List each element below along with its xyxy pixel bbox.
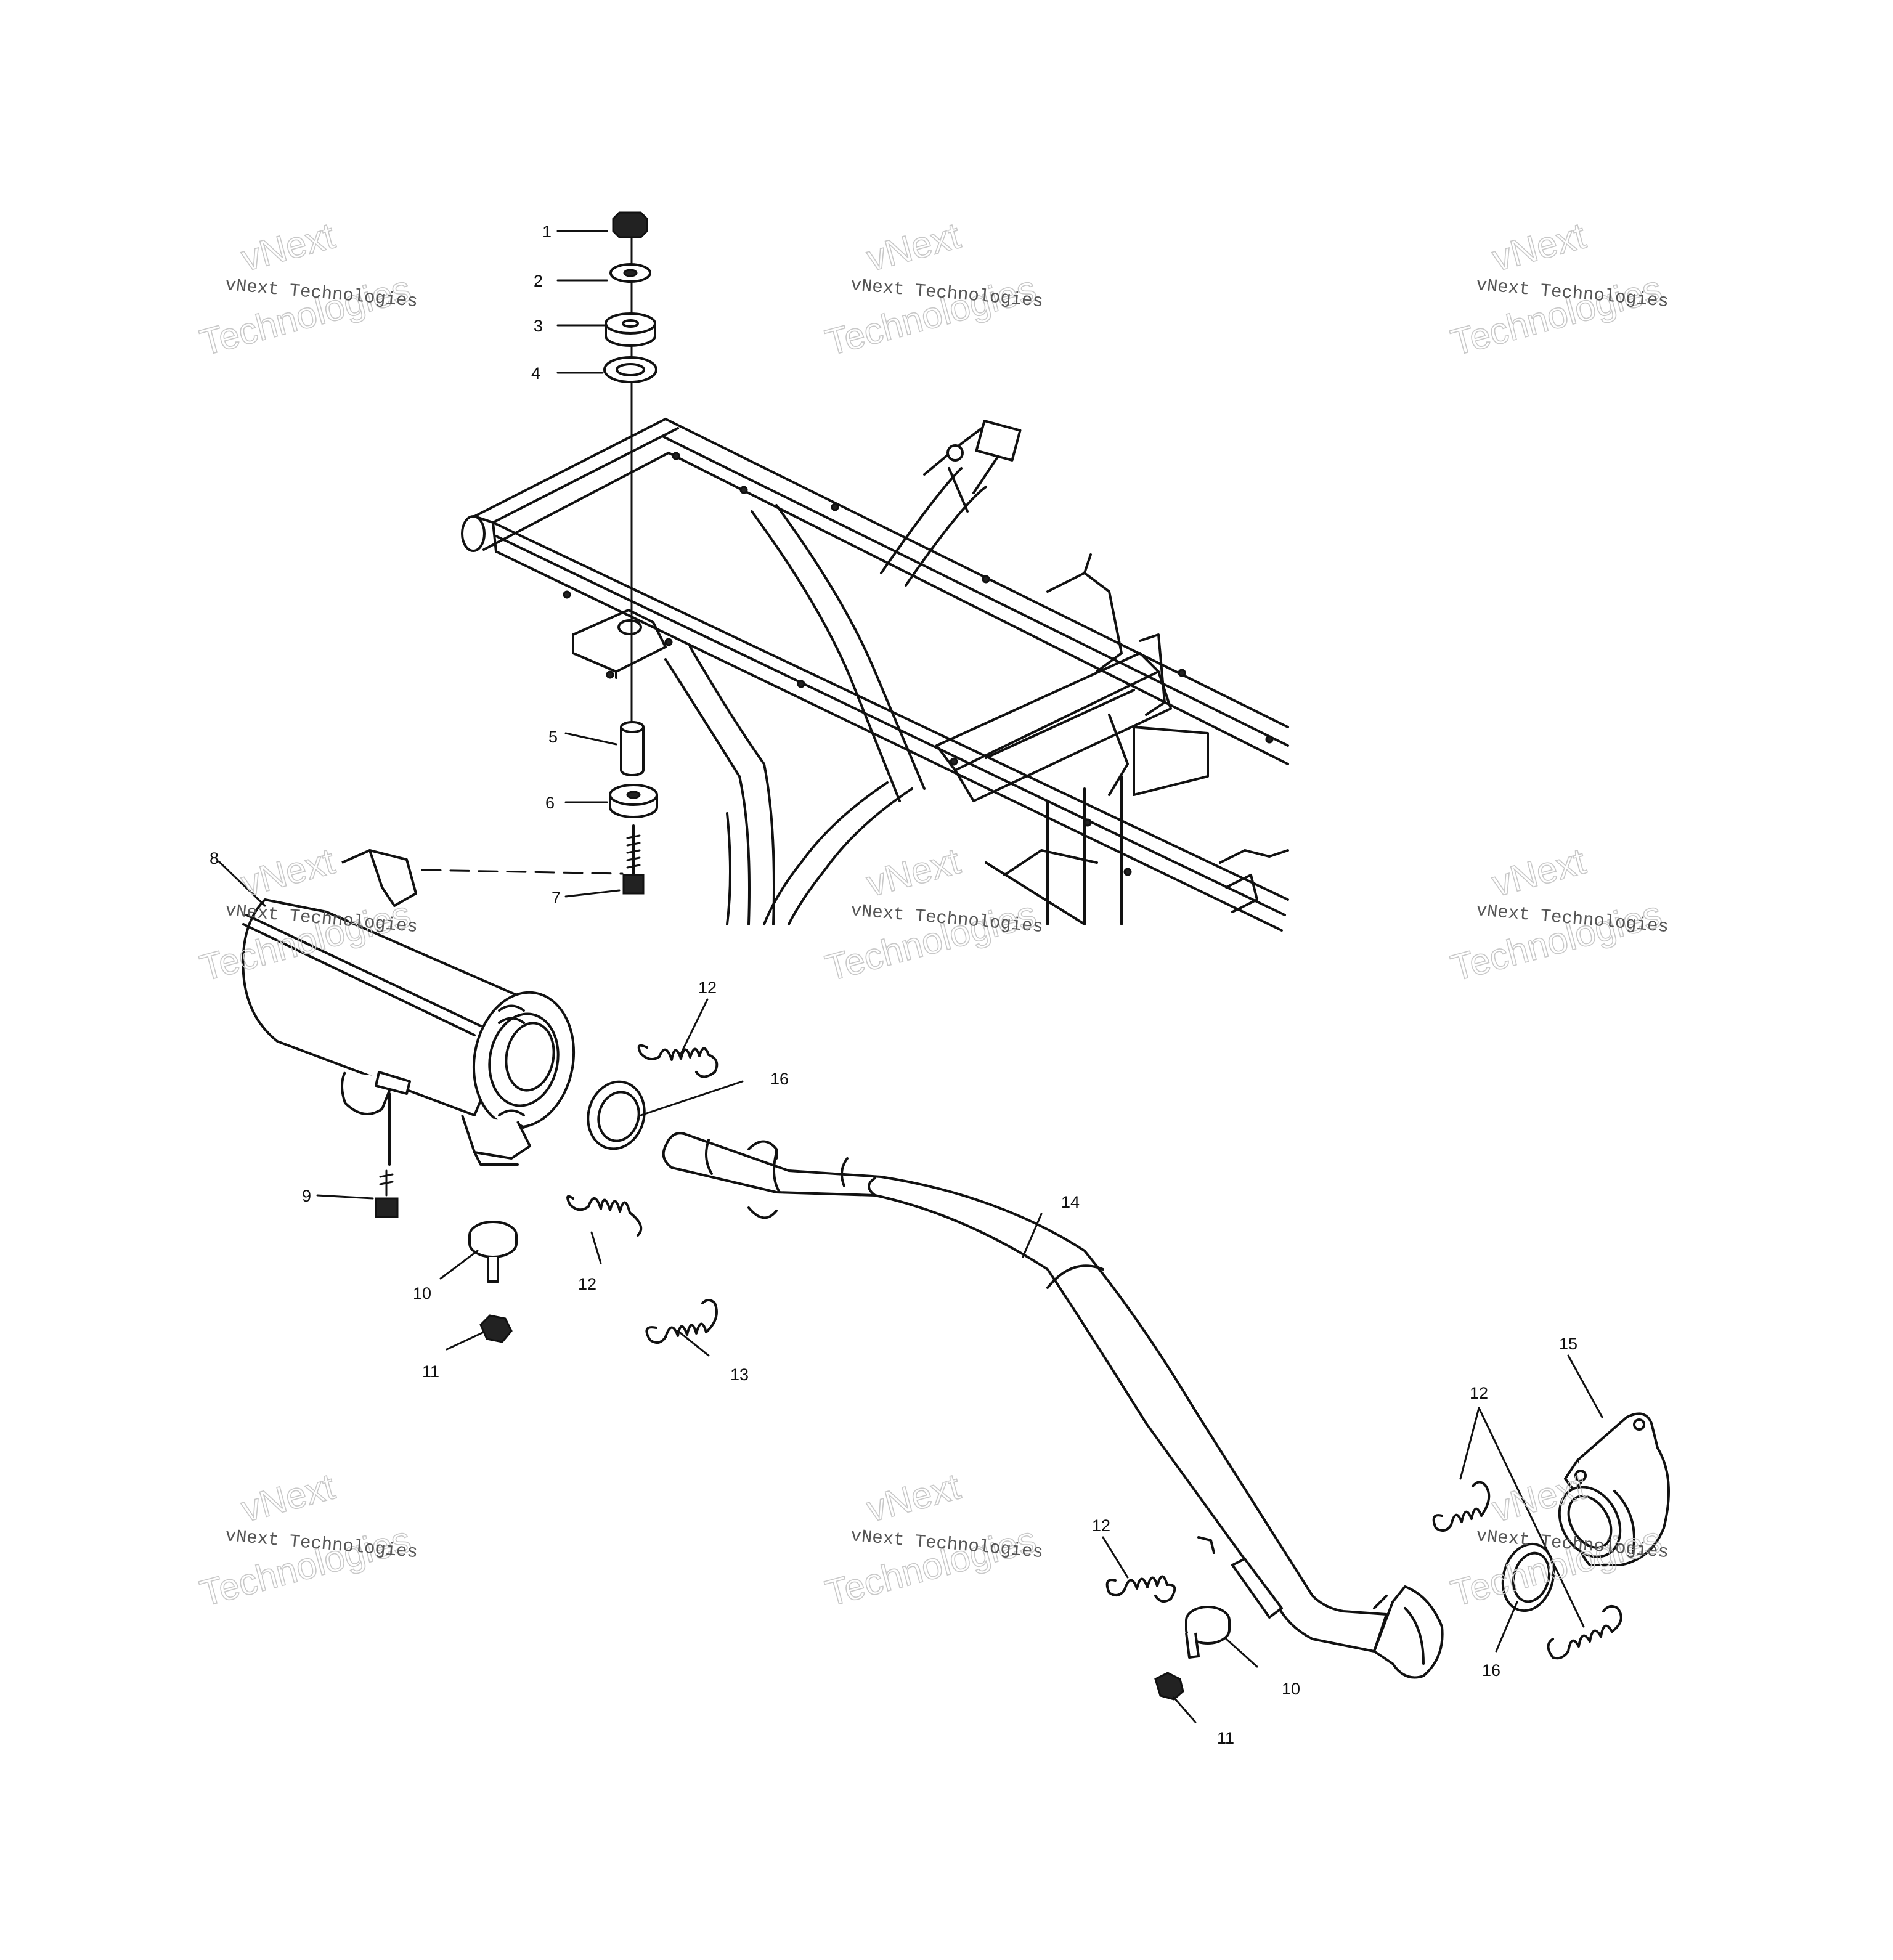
vehicle-frame — [461, 418, 1289, 932]
callout-3: 3 — [534, 317, 543, 335]
part-16-gasket-right — [1501, 1542, 1555, 1612]
callout-13: 13 — [730, 1365, 749, 1384]
watermark-4-vnext: vNext — [237, 840, 339, 904]
callout-8: 8 — [210, 849, 219, 868]
callout-12-right: 12 — [1470, 1384, 1488, 1402]
callout-4: 4 — [531, 364, 540, 383]
callout-16-left: 16 — [770, 1070, 789, 1088]
callout-2: 2 — [534, 272, 543, 290]
part-12-spring-lower-left — [1105, 1575, 1176, 1603]
part-15-exhaust-flange — [1558, 1412, 1670, 1566]
part-4-washer — [603, 356, 657, 383]
part-12-spring-upper-right — [1432, 1481, 1491, 1532]
part-5-spacer — [620, 721, 645, 776]
part-3-grommet — [605, 312, 656, 347]
part-10-grommet-left — [468, 1221, 518, 1283]
callout-16-right: 16 — [1482, 1661, 1500, 1680]
leader-lines — [218, 230, 1603, 1723]
watermark-2-vnext: vNext — [862, 214, 964, 279]
watermark-8-vnext: vNext — [862, 1465, 964, 1529]
callout-14: 14 — [1061, 1193, 1080, 1211]
callout-15: 15 — [1559, 1335, 1578, 1353]
callout-12-lower-left: 12 — [1092, 1516, 1110, 1535]
callout-11-right: 11 — [1217, 1729, 1234, 1747]
watermark-2: vNext Technologies vNext Technologies — [821, 214, 1044, 364]
watermark-3-vnext: vNext — [1488, 214, 1590, 279]
watermark-6: vNext Technologies vNext Technologies — [1446, 840, 1669, 990]
part-11-nut-left — [479, 1314, 513, 1343]
part-14-head-pipe — [662, 1132, 1444, 1679]
part-1-nut — [612, 211, 648, 238]
part-8-muffler — [242, 849, 576, 1166]
part-10-grommet-right — [1185, 1606, 1231, 1659]
part-2-washer — [609, 263, 651, 283]
callout-1: 1 — [542, 222, 552, 241]
watermark-1-vnext: vNext — [237, 214, 339, 279]
callout-10-right: 10 — [1282, 1680, 1300, 1698]
watermark-5: vNext Technologies vNext Technologies — [821, 840, 1044, 990]
part-9-bolt — [375, 1169, 399, 1218]
callout-9: 9 — [302, 1187, 311, 1205]
part-12-spring-lower-right — [1547, 1604, 1622, 1660]
callout-labels: 1 2 3 4 5 6 7 8 9 10 11 12 16 12 13 14 1… — [210, 222, 1578, 1747]
callout-12-top: 12 — [698, 978, 717, 997]
part-16-gasket-left — [587, 1080, 646, 1150]
watermark-7-vnext: vNext — [237, 1465, 339, 1529]
part-12-spring-middle — [566, 1195, 643, 1237]
mount-hardware-stack — [421, 211, 658, 895]
callout-10-left: 10 — [413, 1284, 431, 1303]
watermark-3: vNext Technologies vNext Technologies — [1446, 214, 1669, 364]
watermark-6-vnext: vNext — [1488, 840, 1590, 904]
callout-11-left: 11 — [422, 1362, 439, 1381]
watermark-1: vNext Technologies vNext Technologies — [195, 214, 418, 364]
watermark-8: vNext Technologies vNext Technologies — [821, 1465, 1044, 1615]
part-6-grommet — [609, 784, 658, 818]
part-13-spring — [645, 1299, 718, 1344]
part-12-spring-top — [637, 1044, 719, 1078]
part-11-nut-right — [1154, 1672, 1184, 1701]
callout-6: 6 — [545, 794, 555, 812]
watermark-5-vnext: vNext — [862, 840, 964, 904]
watermark-7: vNext Technologies vNext Technologies — [195, 1465, 418, 1615]
callout-7: 7 — [552, 889, 561, 907]
callout-12-middle: 12 — [578, 1275, 596, 1293]
callout-5: 5 — [548, 728, 558, 746]
part-7-bolt — [622, 824, 645, 895]
